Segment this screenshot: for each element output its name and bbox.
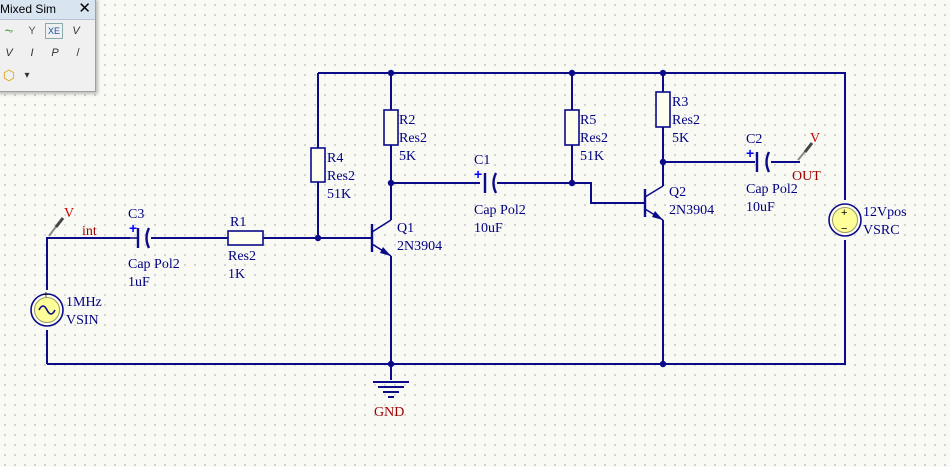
q1-emitter-arrow-icon [380, 247, 391, 256]
junctions [314, 69, 667, 368]
r5-designator: R5 [580, 113, 596, 128]
voltage-diff-probe-icon[interactable]: V [5, 47, 13, 59]
output-probe-label: V [810, 131, 820, 146]
capacitor-c2[interactable]: + C2 Cap Pol2 10uF [746, 132, 798, 215]
c3-value: 1uF [128, 275, 150, 290]
transistor-q2[interactable]: Q2 2N3904 [643, 185, 714, 221]
r3-value: 5K [672, 131, 689, 146]
source-shape-icon[interactable]: ⬡ [2, 66, 16, 83]
junction-dot [387, 69, 395, 77]
toolbar-row: ⬡ ▾ [0, 64, 95, 86]
q1-type: 2N3904 [397, 239, 442, 254]
input-wire[interactable] [46, 237, 130, 290]
c2-polarity-mark: + [746, 145, 754, 161]
r2-type: Res2 [399, 131, 427, 146]
voltage-probe-icon[interactable]: V [72, 25, 80, 37]
r2-value: 5K [399, 149, 416, 164]
vsin-type: VSIN [66, 313, 99, 328]
vcc-rail-wire[interactable] [318, 72, 846, 200]
toolbar-row: ⏦ Y XE V [0, 20, 95, 42]
toolbar-title: Mixed Sim [0, 2, 57, 16]
junction-dot [659, 158, 667, 166]
input-probe[interactable]: V [48, 206, 74, 237]
resistor-r4[interactable]: R4 Res2 51K [310, 147, 355, 202]
r5-value: 51K [580, 149, 604, 164]
vsin-frequency: 1MHz [66, 295, 102, 310]
c1-value: 10uF [474, 221, 503, 236]
q2-emitter-arrow-icon [652, 211, 663, 220]
ground-rail-wire[interactable] [47, 240, 846, 365]
source-vsrc[interactable]: + − 12Vpos VSRC [828, 203, 907, 238]
output-probe[interactable]: V [797, 131, 820, 161]
vsin-plus-sign: + [43, 290, 49, 301]
resistor-r5[interactable]: R5 Res2 51K [564, 109, 608, 164]
q2-designator: Q2 [669, 185, 686, 200]
q2-base-wire[interactable] [572, 182, 645, 204]
junction-dot [387, 179, 395, 187]
junction-dot [568, 69, 576, 77]
pen-probe-icon[interactable]: / [76, 47, 80, 59]
mixed-sim-toolbar[interactable]: Mixed Sim ✕ ⏦ Y XE V V I P / ⬡ ▾ [0, 0, 96, 92]
current-probe-icon[interactable]: I [30, 47, 34, 59]
wrench-icon[interactable]: Y [28, 25, 36, 37]
c1-designator: C1 [474, 153, 490, 168]
vsrc-type: VSRC [863, 223, 900, 238]
junction-dot [568, 179, 576, 187]
vsrc-plus-sign: + [841, 207, 847, 219]
ground-symbol[interactable]: GND [373, 381, 409, 420]
junction-dot [387, 360, 395, 368]
r3-type: Res2 [672, 113, 700, 128]
sine-wave-icon [38, 305, 56, 315]
source-vsin[interactable]: + 1MHz VSIN [30, 290, 102, 328]
capacitor-c3[interactable]: + C3 Cap Pol2 1uF [128, 207, 180, 290]
c3-type: Cap Pol2 [128, 257, 180, 272]
ground-label: GND [374, 405, 404, 420]
junction-dot [659, 360, 667, 368]
r1-type: Res2 [228, 249, 256, 264]
toolbar-row: V I P / [0, 42, 95, 64]
junction-dot [314, 234, 322, 242]
r4-value: 51K [327, 187, 351, 202]
c3-designator: C3 [128, 207, 144, 222]
dropdown-arrow-icon[interactable]: ▾ [24, 69, 30, 81]
q1-designator: Q1 [397, 221, 414, 236]
close-icon[interactable]: ✕ [78, 0, 91, 17]
input-net-label: int [82, 224, 97, 239]
c2-value: 10uF [746, 200, 775, 215]
power-probe-icon[interactable]: P [51, 47, 59, 59]
signal-probe-icon[interactable]: ⏦ [4, 24, 14, 37]
r3-designator: R3 [672, 95, 688, 110]
resistor-r1[interactable]: R1 Res2 1K [227, 215, 264, 282]
c2-type: Cap Pol2 [746, 182, 798, 197]
c3-polarity-mark: + [129, 220, 137, 236]
c1-type: Cap Pol2 [474, 203, 526, 218]
vsrc-voltage: 12Vpos [863, 205, 907, 220]
r4-type: Res2 [327, 169, 355, 184]
output-net-label: OUT [792, 169, 821, 184]
wires [46, 72, 846, 380]
r4-designator: R4 [327, 151, 343, 166]
r1-designator: R1 [230, 215, 246, 230]
input-probe-label: V [64, 206, 74, 221]
vsrc-minus-sign: − [841, 223, 847, 235]
transistor-q1[interactable]: Q1 2N3904 [370, 219, 442, 257]
r2-designator: R2 [399, 113, 415, 128]
resistor-r3[interactable]: R3 Res2 5K [655, 91, 700, 146]
r1-value: 1K [228, 267, 245, 282]
r5-type: Res2 [580, 131, 608, 146]
c2-designator: C2 [746, 132, 762, 147]
q2-type: 2N3904 [669, 203, 714, 218]
resistor-r2[interactable]: R2 Res2 5K [383, 109, 427, 164]
capacitor-c1[interactable]: + C1 Cap Pol2 10uF [474, 153, 526, 236]
c1-polarity-mark: + [474, 166, 482, 182]
junction-dot [659, 69, 667, 77]
toolbar-titlebar[interactable]: Mixed Sim ✕ [0, 0, 95, 20]
xspice-icon[interactable]: XE [45, 23, 63, 39]
